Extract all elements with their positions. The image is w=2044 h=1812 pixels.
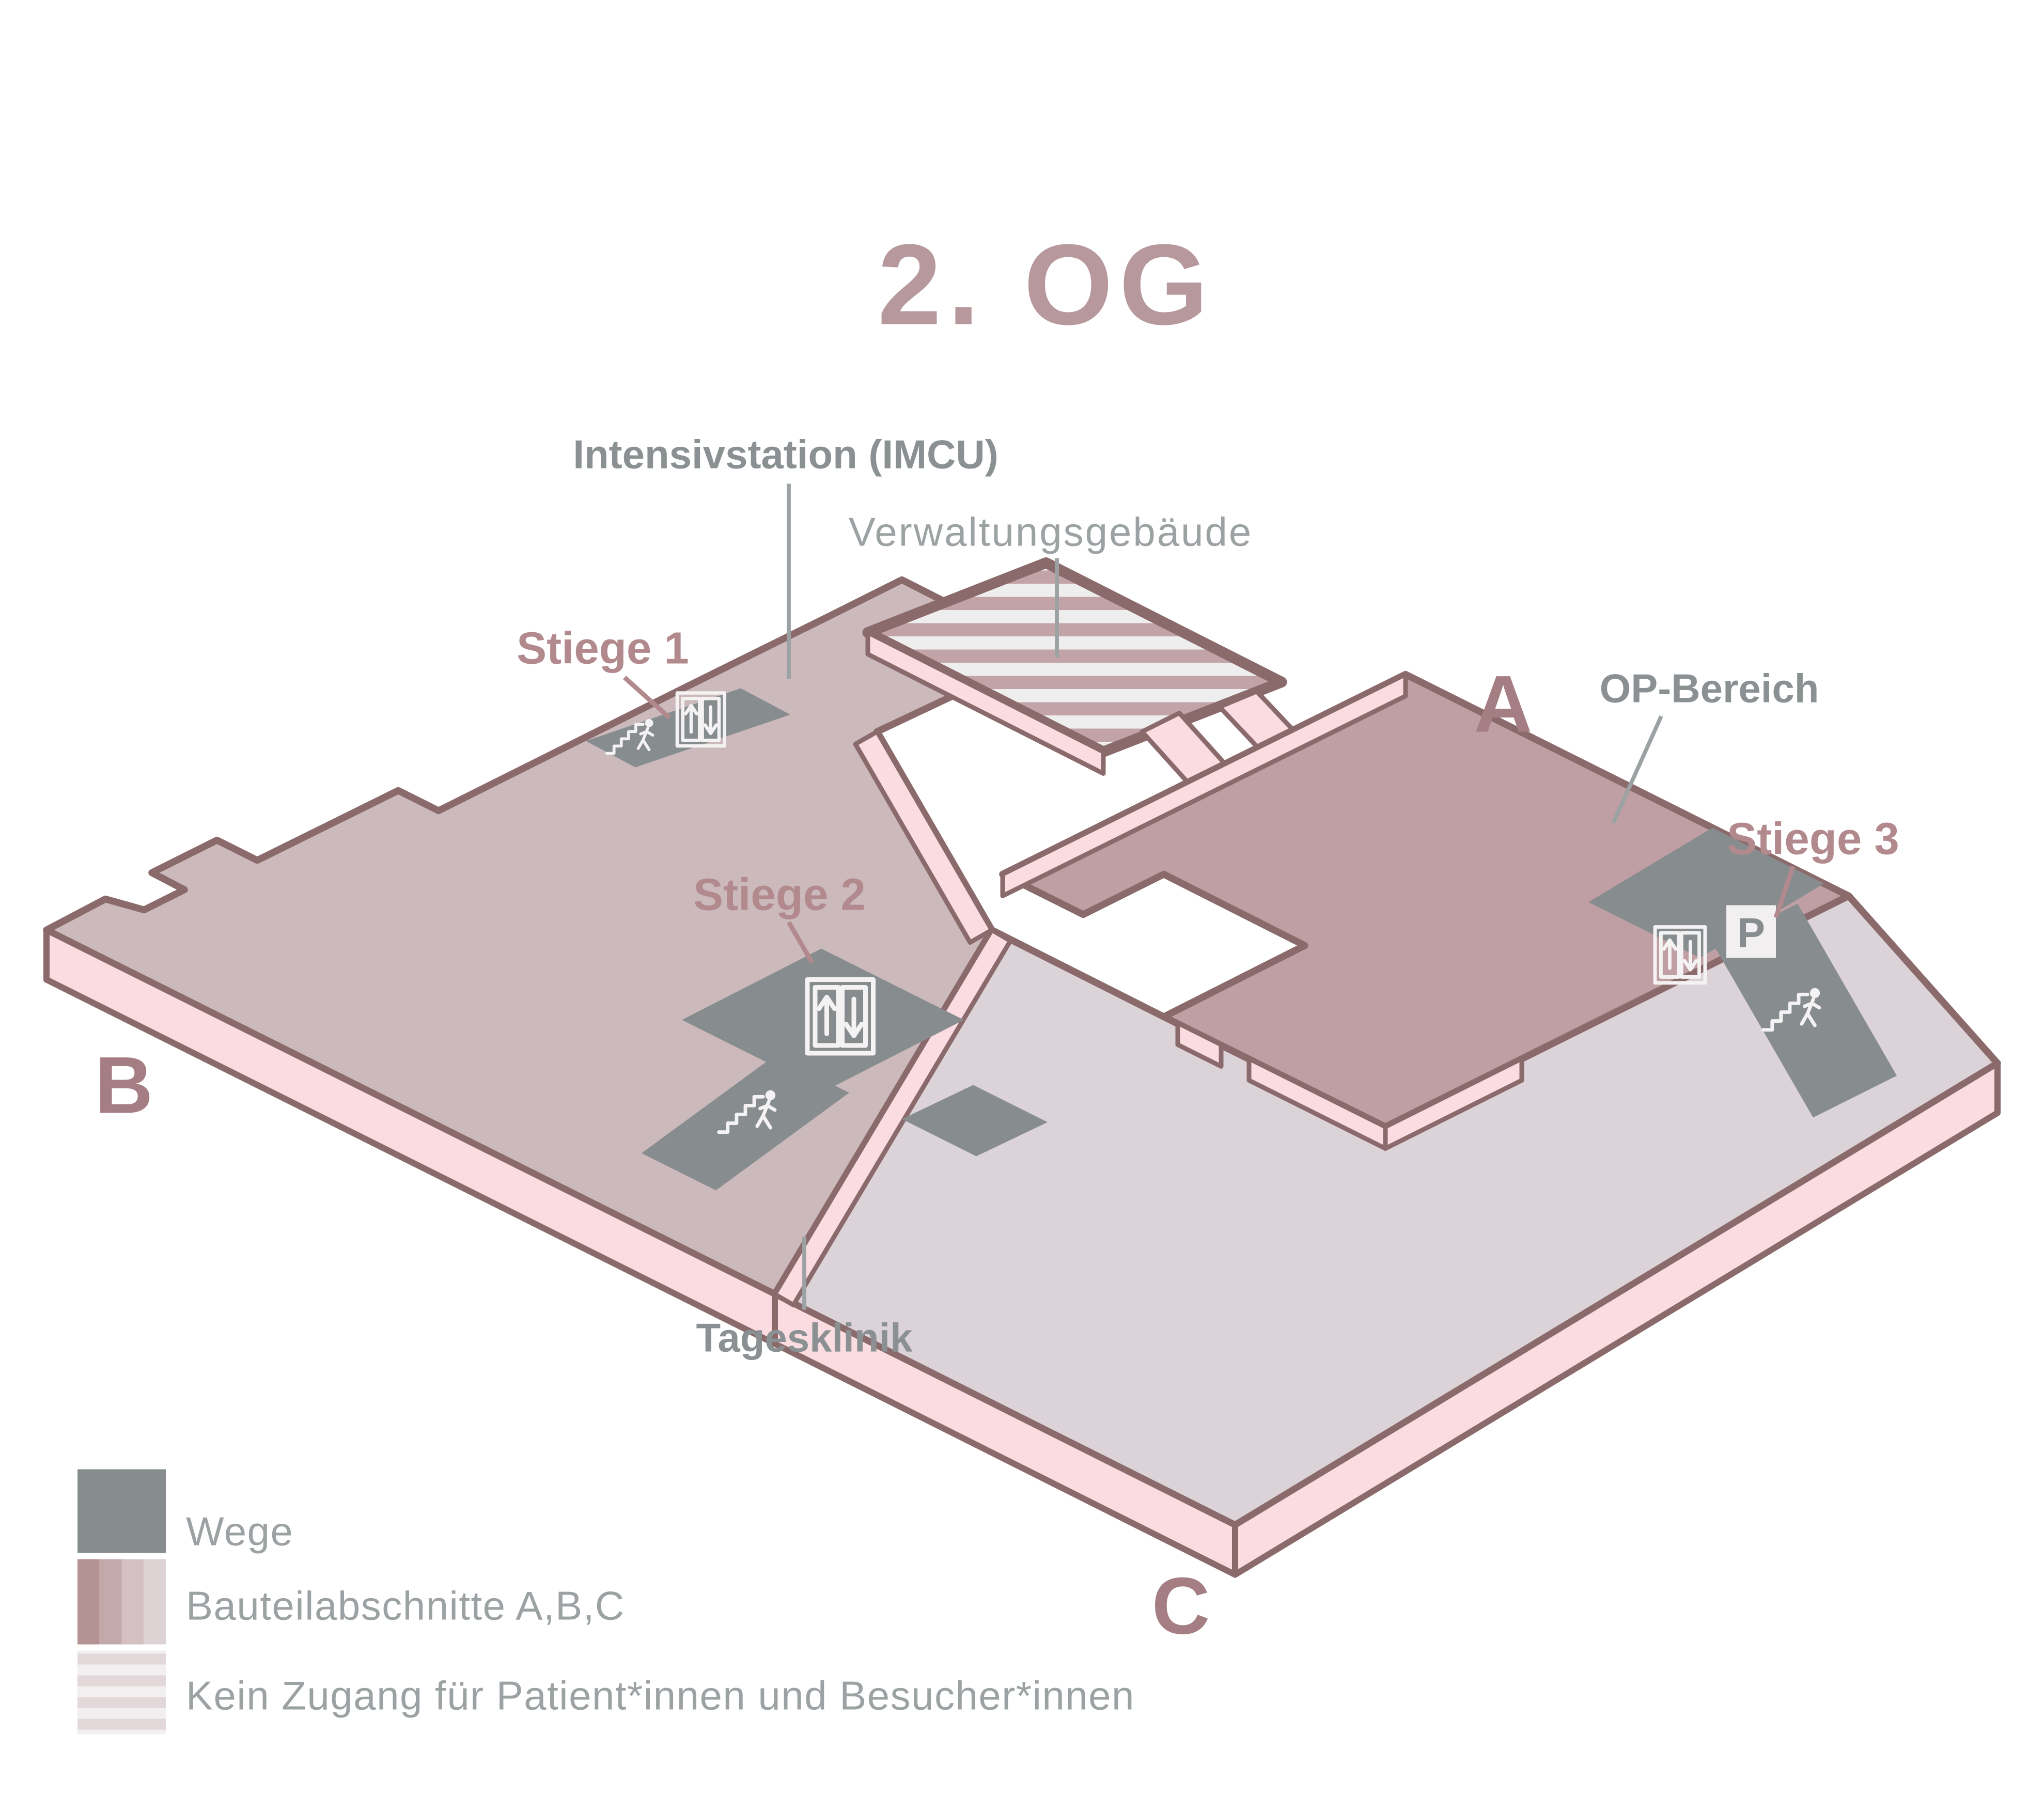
- callout-stiege-2: [787, 921, 814, 964]
- parking-icon: P: [1726, 905, 1776, 958]
- legend-item-kein-zugang: Kein Zugang für Patient*innen und Besuch…: [77, 1650, 1135, 1735]
- section-letter-b: B: [95, 1041, 153, 1131]
- label-stiege-2: Stiege 2: [693, 870, 866, 920]
- label-op-bereich: OP-Bereich: [1600, 666, 1819, 711]
- parking-letter: P: [1737, 910, 1765, 957]
- weg-stiege-2-main: [682, 948, 964, 1091]
- legend-item-wege: Wege: [77, 1469, 293, 1554]
- elevator-icon-2: [807, 980, 873, 1054]
- label-stiege-1: Stiege 1: [517, 623, 689, 674]
- legend-label-bauteilabschnitte: Bauteilabschnitte A,B,C: [186, 1583, 625, 1629]
- page-title: 2. OG: [878, 221, 1214, 349]
- section-letter-c: C: [1152, 1561, 1210, 1651]
- label-tagesklinik: Tagesklinik: [696, 1315, 913, 1361]
- weg-stiege-1: [586, 688, 790, 768]
- weg-stiege-2-arm: [642, 1055, 849, 1191]
- a-south-wall-3: [1175, 1021, 1224, 1069]
- callout-stiege-1: [622, 676, 672, 720]
- elevator-icon-1: [677, 693, 725, 746]
- label-verwaltungsgebaeude: Verwaltungsgebäude: [849, 509, 1253, 555]
- a-northwest-wall: [1000, 672, 1408, 898]
- section-letter-a: A: [1474, 660, 1533, 749]
- label-intensivstation: Intensivstation (IMCU): [573, 432, 998, 477]
- weg-stiege-2-ext: [902, 1085, 1048, 1157]
- weg-stiege-3-upper: [1588, 827, 1824, 958]
- a-south-wall-2: [1246, 1056, 1388, 1151]
- legend-label-wege: Wege: [186, 1509, 293, 1554]
- verwaltungsgebaeude-wall: [865, 630, 1106, 776]
- legend-swatch-kein-zugang: [77, 1650, 166, 1735]
- elevator-icon-3: [1655, 927, 1705, 983]
- callout-stiege-3: [1773, 866, 1796, 918]
- b-courtyard-wall: [853, 729, 994, 945]
- legend-label-kein-zugang: Kein Zugang für Patient*innen und Besuch…: [186, 1673, 1135, 1719]
- callout-op-bereich: [1611, 715, 1663, 824]
- c-slab-side-front-right: [1232, 1060, 2001, 1578]
- legend-item-bauteilabschnitte: Bauteilabschnitte A,B,C: [77, 1559, 625, 1645]
- label-stiege-3: Stiege 3: [1727, 814, 1899, 864]
- legend: Wege Bauteilabschnitte A,B,C Kein Zugang…: [77, 1469, 1135, 1735]
- legend-swatch-bauteilabschnitte: [77, 1559, 166, 1645]
- legend-swatch-wege: [77, 1469, 166, 1553]
